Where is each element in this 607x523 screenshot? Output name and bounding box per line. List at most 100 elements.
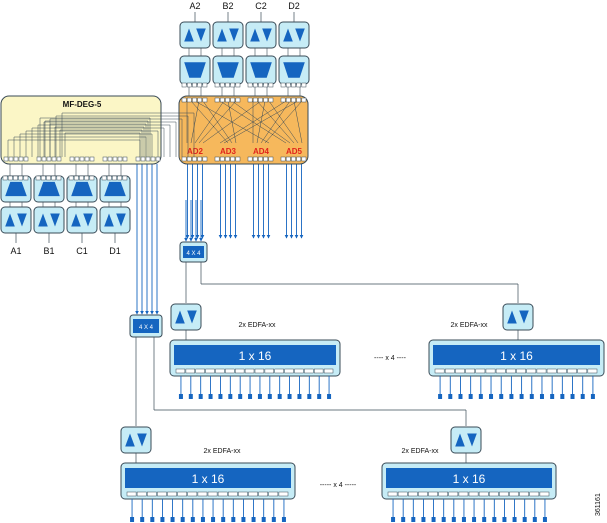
splitter-lower-right-bar [386,468,552,488]
left-wss-ports-4 [101,175,128,181]
top-wss-4 [278,55,310,85]
top-amplifier-1 [179,21,211,49]
splitter-lower-right-ports [387,491,550,497]
top-amplifier-2-down-triangle [229,28,239,42]
left-amplifier-3-down-triangle [83,213,93,227]
top-amplifier-3-up-triangle [250,28,260,42]
left-amplifier-4 [99,206,131,234]
mesh-top-ports-2 [214,97,241,103]
ad-label-4: AD4 [253,147,270,156]
port-label-c1: C1 [76,246,88,256]
ad-label-5: AD5 [286,147,303,156]
edfa-label-4: 2x EDFA-xx [402,448,439,455]
edfa-amplifiers [120,303,534,454]
splitter-lower-left-bar [125,468,291,488]
left-amplifier-2 [33,206,65,234]
splitter-lower-left-ports [126,491,289,497]
mf-deg-title: MF-DEG-5 [63,100,102,109]
matrix-label-upper: 4 X 4 [186,251,201,257]
connection-lines [9,12,519,463]
edfa-amp-3-down-triangle [137,433,147,447]
splitter-upper-right: 1 x 16 [428,339,605,399]
port-label-b1: B1 [43,246,54,256]
left-modules [0,175,131,234]
top-wss-2-shape [217,62,239,78]
left-wss-ports-2 [35,175,62,181]
matrix-label-lower: 4 X 4 [139,325,154,331]
matrix-4x4-upper: 4 X 4 [179,241,208,263]
mesh-top-ports-1 [181,97,208,103]
port-label-d1: D1 [109,246,121,256]
left-wss-2 [33,175,65,203]
mesh-top-ports-4 [280,97,307,103]
port-label-d2: D2 [288,1,300,11]
left-wss-ports-3 [68,175,95,181]
left-amplifier-1-up-triangle [5,213,15,227]
port-label-b2: B2 [222,1,233,11]
edfa-amp-1 [170,303,202,331]
splitter-upper-right-label: 1 x 16 [500,349,533,363]
left-amplifier-3 [66,206,98,234]
splitter-upper-left-label: 1 x 16 [239,349,272,363]
top-wss-4-shape [283,62,305,78]
left-wss-2-shape [38,181,60,197]
left-wss-ports-1 [2,175,29,181]
left-wss-3-shape [71,181,93,197]
left-amplifier-1-down-triangle [17,213,27,227]
port-label-a1: A1 [10,246,21,256]
mf-bottom-ports-4 [102,156,128,162]
mf-bottom-ports-1 [3,156,29,162]
top-amplifier-3 [245,21,277,49]
mf-bottom-ports-5 [135,156,161,162]
edfa-amp-1-up-triangle [175,310,185,324]
port-label-a2: A2 [189,1,200,11]
left-amplifier-4-down-triangle [116,213,126,227]
edfa-label-1: 2x EDFA-xx [239,322,276,329]
left-wss-4 [99,175,131,203]
mesh-bottom-ports-4 [280,156,307,162]
edfa-amp-3-up-triangle [125,433,135,447]
splitters: 1 x 16 1 x 16 1 x 16 1 x 16 [120,339,605,522]
top-amplifier-1-up-triangle [184,28,194,42]
splitter-upper-left-bar [174,345,336,365]
top-wss-ports-2 [214,82,241,88]
top-amplifier-1-down-triangle [196,28,206,42]
mf-bottom-ports-3 [69,156,95,162]
top-wss-ports-1 [181,82,208,88]
ad-label-3: AD3 [220,147,237,156]
left-amplifier-2-up-triangle [38,213,48,227]
left-port-labels: A1 B1 C1 D1 [10,246,120,256]
left-wss-4-shape [104,181,126,197]
top-amplifier-2 [212,21,244,49]
left-amplifier-1 [0,206,32,234]
mesh-bottom-ports-3 [247,156,274,162]
top-wss-3-shape [250,62,272,78]
splitter-upper-left-ports [175,368,334,374]
edfa-amp-2-up-triangle [507,310,517,324]
port-label-c2: C2 [255,1,267,11]
mf-bottom-ports-2 [36,156,62,162]
top-wss-ports-4 [280,82,307,88]
top-amplifier-4-down-triangle [295,28,305,42]
left-amplifier-4-up-triangle [104,213,114,227]
top-wss-1 [179,55,211,85]
left-wss-1-shape [5,181,27,197]
top-amplifier-3-down-triangle [262,28,272,42]
edfa-amp-2-down-triangle [519,310,529,324]
edfa-amp-2 [502,303,534,331]
left-amplifier-3-up-triangle [71,213,81,227]
mesh-bottom-ports-1 [181,156,208,162]
orange-mesh-module: AD2 AD3 AD4 AD5 [178,95,309,165]
top-amplifier-2-up-triangle [217,28,227,42]
ad-label-2: AD2 [187,147,204,156]
top-amplifier-4 [278,21,310,49]
left-wss-3 [66,175,98,203]
left-amplifier-2-down-triangle [50,213,60,227]
splitter-lower-left-label: 1 x 16 [192,472,225,486]
top-wss-3 [245,55,277,85]
splitter-lower-right: 1 x 16 [381,462,557,522]
mf-deg-5-module: MF-DEG-5 [0,95,195,165]
splitter-upper-right-ports [434,368,598,374]
top-modules [179,21,310,88]
